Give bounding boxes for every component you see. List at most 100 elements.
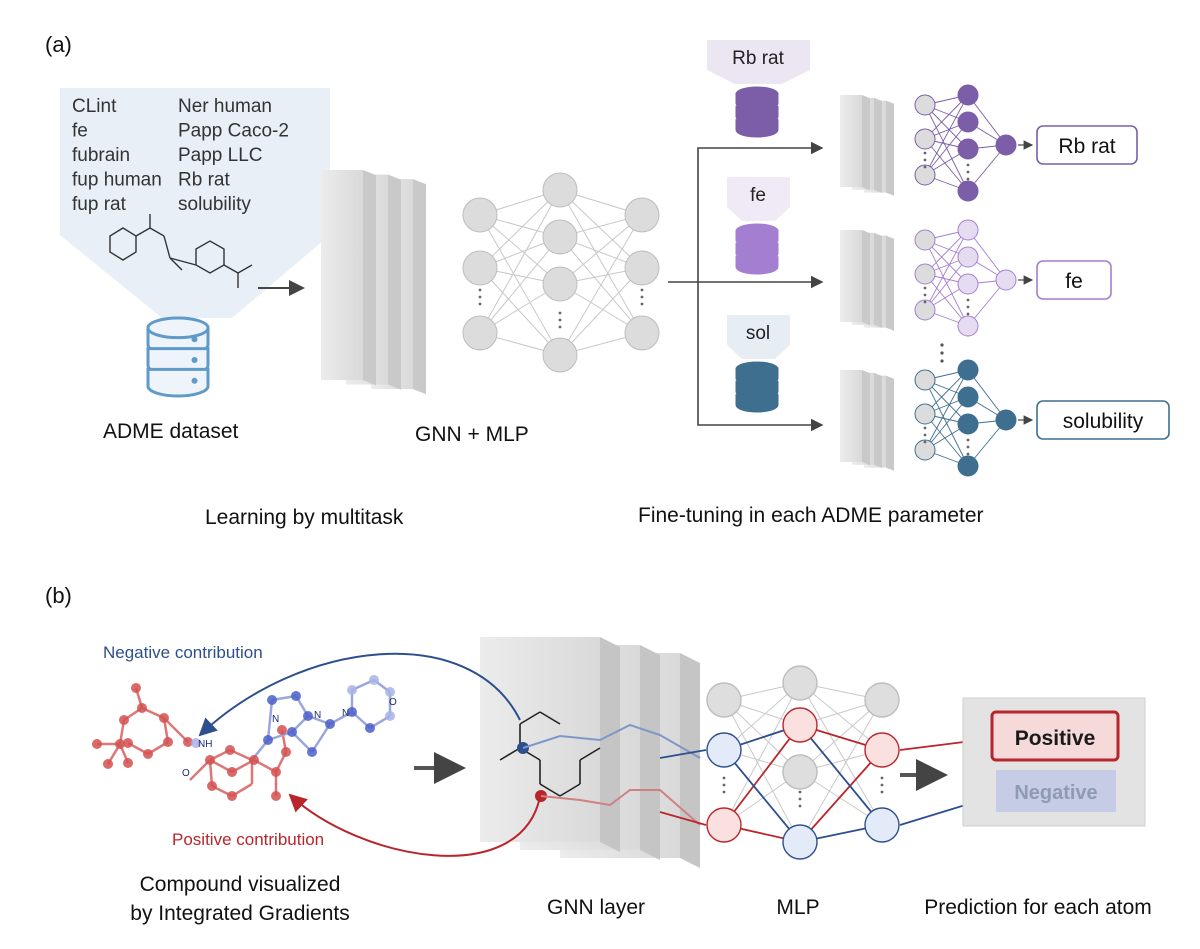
positive-signal-line bbox=[540, 789, 701, 826]
bond bbox=[310, 723, 332, 753]
ellipsis-dot bbox=[966, 312, 970, 316]
atom-negative bbox=[291, 691, 301, 701]
mlp-node bbox=[957, 413, 979, 435]
negative-path bbox=[799, 724, 883, 826]
sheet bbox=[840, 230, 862, 322]
learning-caption: Learning by multitask bbox=[205, 506, 404, 529]
negative-contribution-arrow bbox=[198, 652, 521, 737]
mlp-edge bbox=[559, 189, 643, 334]
db-led bbox=[765, 261, 771, 268]
ellipsis-dots bbox=[940, 343, 944, 363]
ellipsis-dot bbox=[722, 790, 726, 794]
db-top bbox=[735, 223, 779, 239]
atom-label: O bbox=[389, 697, 397, 708]
task-database-icon bbox=[735, 223, 779, 275]
bond-sketch bbox=[539, 783, 561, 797]
mlp-network-b bbox=[659, 665, 999, 860]
mlp-network bbox=[462, 172, 660, 373]
atom-label: N bbox=[272, 714, 279, 725]
mlp-edge bbox=[924, 369, 969, 451]
branch-arrows bbox=[668, 141, 824, 432]
negative-signal-line bbox=[522, 723, 701, 759]
sheet bbox=[321, 170, 363, 380]
database-icon bbox=[146, 316, 210, 398]
task-tag-callout bbox=[727, 315, 790, 359]
ellipsis-dot bbox=[640, 295, 644, 299]
ellipsis-dot bbox=[966, 298, 970, 302]
atom-negative bbox=[385, 687, 395, 697]
sheet-edge bbox=[413, 179, 426, 395]
db-led bbox=[191, 377, 198, 384]
dataset-item: Papp Caco-2 bbox=[178, 121, 289, 142]
sheet-edge bbox=[874, 372, 882, 468]
mlp-edge bbox=[723, 682, 801, 826]
db-led bbox=[765, 386, 771, 393]
molecule-sketch bbox=[109, 214, 253, 288]
mlp-node bbox=[957, 138, 979, 160]
dataset-item: fubrain bbox=[72, 145, 130, 166]
ellipsis-dot bbox=[966, 163, 970, 167]
atom-positive bbox=[137, 703, 147, 713]
mlp-node bbox=[706, 682, 742, 718]
mlp-edge bbox=[924, 273, 969, 327]
ellipsis-dot bbox=[923, 165, 927, 169]
atom-positive bbox=[271, 767, 281, 777]
gnn-sheets bbox=[321, 170, 426, 395]
mlp-edge bbox=[559, 214, 643, 285]
finetune-caption: Fine-tuning in each ADME parameter bbox=[638, 504, 984, 527]
mlp-node bbox=[914, 369, 936, 391]
ellipsis-dot bbox=[478, 302, 482, 306]
ellipsis-dot bbox=[558, 311, 562, 315]
dataset-caption: ADME dataset bbox=[103, 420, 239, 443]
atom-positive bbox=[227, 791, 237, 801]
ellipsis-dot bbox=[798, 804, 802, 808]
ellipsis-dot bbox=[923, 293, 927, 297]
sheet bbox=[840, 370, 862, 462]
positive-contribution-label: Positive contribution bbox=[172, 830, 324, 849]
atom-positive bbox=[205, 755, 215, 765]
mlp-edge bbox=[799, 699, 883, 773]
gnn-layer-caption: GNN layer bbox=[547, 896, 645, 919]
db-led bbox=[765, 399, 771, 406]
bond bbox=[163, 717, 189, 743]
mlp-edge bbox=[924, 256, 969, 311]
ellipsis-dot bbox=[966, 445, 970, 449]
bond-sketch bbox=[579, 747, 601, 761]
model-caption: GNN + MLP bbox=[415, 423, 529, 446]
sheet-edge bbox=[862, 95, 870, 191]
mlp-node bbox=[624, 250, 660, 286]
mlp-node bbox=[706, 807, 742, 843]
atom-label: N bbox=[342, 708, 349, 719]
db-disk bbox=[735, 119, 779, 138]
db-top bbox=[735, 86, 779, 102]
ellipsis-dot bbox=[923, 300, 927, 304]
mlp-caption: MLP bbox=[776, 896, 819, 919]
negative-box bbox=[996, 770, 1116, 812]
ellipsis-dot bbox=[966, 170, 970, 174]
task-tag-label: Rb rat bbox=[732, 48, 784, 69]
sheet-edge bbox=[886, 235, 894, 331]
sheet-edge bbox=[874, 232, 882, 328]
positive-path bbox=[723, 724, 801, 826]
positive-path bbox=[799, 749, 883, 843]
mlp-node bbox=[914, 403, 936, 425]
mlp-node bbox=[462, 315, 498, 351]
task-tag-label: fe bbox=[750, 185, 766, 206]
atom-negative bbox=[287, 727, 297, 737]
mlp-edge bbox=[924, 94, 969, 176]
mlp-edge bbox=[479, 189, 561, 269]
atom-negative bbox=[191, 738, 201, 748]
mlp-node bbox=[914, 299, 936, 321]
atom-label: NH bbox=[198, 739, 212, 750]
dataset-item: Ner human bbox=[178, 96, 272, 117]
mlp-node bbox=[542, 266, 578, 302]
atom-positive bbox=[207, 781, 217, 791]
negative-contribution-label: Negative contribution bbox=[103, 643, 263, 662]
ellipsis-dot bbox=[798, 790, 802, 794]
db-led bbox=[765, 248, 771, 255]
atom-negative bbox=[267, 695, 277, 705]
negative-input bbox=[659, 749, 707, 759]
